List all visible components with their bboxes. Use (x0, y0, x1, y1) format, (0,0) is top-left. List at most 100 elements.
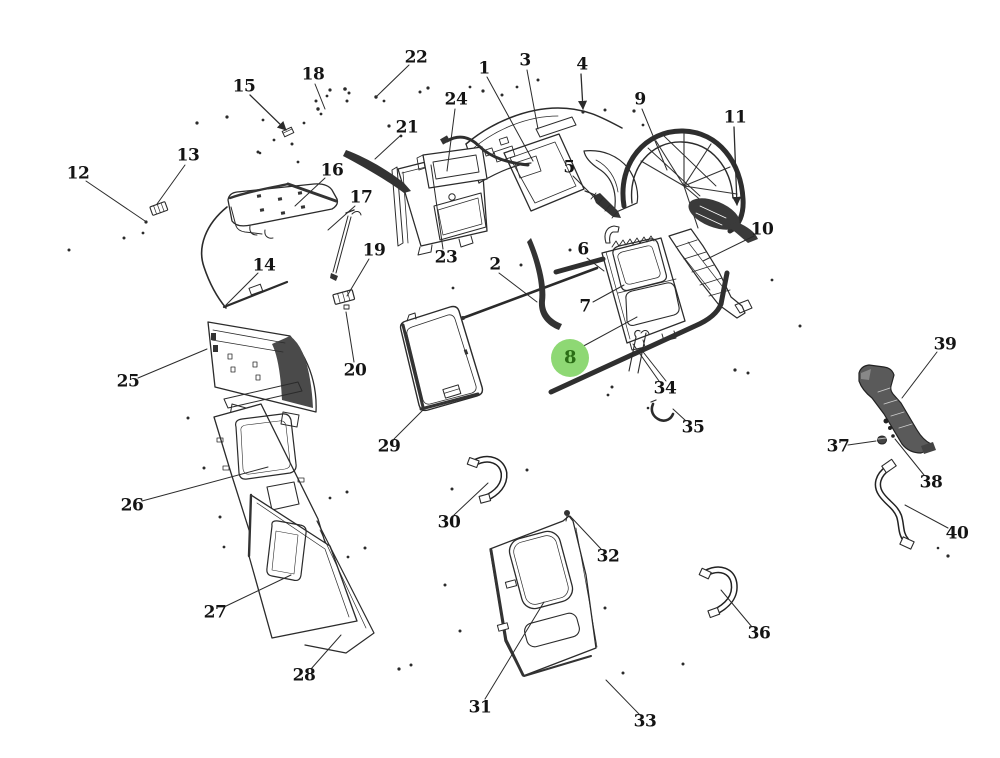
leader-20 (345, 311, 355, 363)
part-label-20[interactable]: 20 (343, 360, 367, 381)
part-label-38[interactable]: 38 (919, 472, 943, 493)
part-label-5[interactable]: 5 (563, 157, 575, 178)
leader-17 (327, 205, 356, 231)
part-label-27[interactable]: 27 (203, 602, 227, 623)
leader-34b (639, 347, 667, 382)
leader-30 (453, 482, 489, 516)
part-label-10[interactable]: 10 (750, 219, 774, 240)
straps-34-drawing (628, 329, 650, 374)
part-label-16[interactable]: 16 (320, 160, 344, 181)
leader-8 (577, 316, 638, 350)
leader-1 (486, 76, 534, 162)
leader-16 (294, 177, 326, 207)
leader-11 (732, 126, 742, 206)
part-label-39[interactable]: 39 (933, 334, 957, 355)
curved-strip-drawing (527, 238, 562, 330)
part-label-21[interactable]: 21 (395, 117, 419, 138)
grommet-32-drawing (564, 510, 570, 522)
part-label-1[interactable]: 1 (478, 58, 490, 79)
part-label-11[interactable]: 11 (723, 107, 747, 128)
weatherstrip-seal-drawing (548, 256, 730, 395)
leader-13 (156, 164, 186, 205)
door-trim-31-drawing (489, 515, 598, 677)
part-label-25[interactable]: 25 (116, 371, 140, 392)
part-label-7[interactable]: 7 (579, 296, 591, 317)
grab-handle-36-drawing (698, 566, 738, 619)
leader-14 (225, 272, 259, 306)
rail-rod-14-drawing (222, 280, 289, 309)
side-panel-67-drawing (601, 225, 686, 351)
part-label-40[interactable]: 40 (945, 523, 969, 544)
part-label-33[interactable]: 33 (633, 711, 657, 732)
part-label-9[interactable]: 9 (634, 89, 646, 110)
part-label-36[interactable]: 36 (747, 623, 771, 644)
part-label-14[interactable]: 14 (252, 255, 276, 276)
part-label-17[interactable]: 17 (349, 187, 373, 208)
overhead-console-drawing (391, 146, 488, 256)
grab-handle-30-drawing (466, 455, 508, 504)
leader-9 (641, 108, 668, 171)
leader-lines (85, 64, 949, 715)
part-label-4[interactable]: 4 (576, 54, 588, 75)
clip-15-drawing (281, 126, 295, 138)
part-label-30[interactable]: 30 (437, 512, 461, 533)
leader-4 (577, 73, 588, 110)
leader-22 (376, 64, 410, 97)
visor-panel-drawing (227, 182, 339, 239)
part-label-12[interactable]: 12 (66, 163, 90, 184)
leader-36 (720, 589, 753, 628)
part-label-23[interactable]: 23 (434, 247, 458, 268)
part-label-24[interactable]: 24 (444, 89, 468, 110)
leader-28 (310, 634, 342, 670)
fastener-37-drawing (877, 435, 887, 445)
trim-strip-drawing (343, 150, 411, 193)
part-label-15[interactable]: 15 (232, 76, 256, 97)
leader-6 (586, 257, 605, 272)
part-label-31[interactable]: 31 (468, 697, 492, 718)
part-label-37[interactable]: 37 (826, 436, 850, 457)
leader-3 (526, 69, 539, 130)
door-panel-29-drawing (399, 305, 484, 412)
part-label-18[interactable]: 18 (301, 64, 325, 85)
leader-39 (901, 351, 938, 399)
leader-24 (446, 108, 456, 172)
ribbed-bracket-10-drawing (668, 228, 753, 319)
pillar-lower-panel-drawing (247, 493, 358, 639)
leader-21 (374, 134, 402, 160)
part-label-22[interactable]: 22 (404, 47, 428, 68)
part-label-35[interactable]: 35 (681, 417, 705, 438)
leader-37 (847, 440, 877, 446)
part-label-19[interactable]: 19 (362, 240, 386, 261)
leader-38 (894, 438, 925, 476)
part-label-13[interactable]: 13 (176, 145, 200, 166)
leader-19 (346, 258, 370, 297)
part-label-26[interactable]: 26 (120, 495, 144, 516)
part-label-28[interactable]: 28 (292, 665, 316, 686)
part-label-32[interactable]: 32 (596, 546, 620, 567)
rear-shell-panel-drawing (304, 520, 375, 654)
part-label-6[interactable]: 6 (577, 239, 589, 260)
leader-25 (137, 348, 208, 379)
leader-33 (605, 679, 640, 715)
part-label-34[interactable]: 34 (653, 378, 677, 399)
header-arc-drawing (200, 206, 228, 309)
leader-40 (904, 504, 949, 529)
leader-15 (249, 94, 287, 131)
part-label-2[interactable]: 2 (489, 254, 501, 275)
leader-5 (572, 175, 598, 201)
a-pillar-trim-drawing (858, 364, 936, 454)
part-label-3[interactable]: 3 (519, 50, 531, 71)
leader-31 (484, 601, 545, 700)
leader-32 (569, 515, 602, 550)
leader-29 (393, 409, 424, 440)
support-rod-17-drawing (330, 209, 362, 281)
part-label-8[interactable]: 8 (551, 339, 589, 377)
part-label-29[interactable]: 29 (377, 436, 401, 457)
leader-12 (85, 180, 146, 222)
leader-23 (430, 164, 444, 250)
leader-2 (498, 272, 538, 303)
pin-38-drawing (891, 434, 895, 438)
